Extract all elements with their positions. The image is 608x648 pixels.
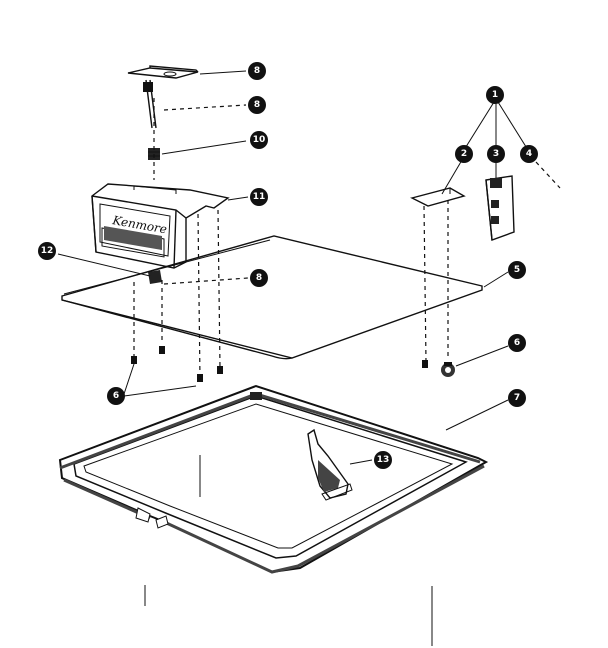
callout-label: 2 [461,149,467,159]
callout-label: 5 [514,265,520,275]
callout-label: 8 [254,66,260,76]
callout-10: 10 [250,131,268,149]
adhesive-tube-part [307,428,353,501]
callout-8: 8 [248,96,266,114]
callout-label: 8 [254,100,260,110]
callout-label: 10 [253,135,266,145]
fastener-guides [133,98,449,381]
callout-4: 4 [520,145,538,163]
callout-8: 8 [250,269,268,287]
callout-label: 3 [493,149,499,159]
callout-6: 6 [107,387,125,405]
callout-6: 6 [508,334,526,352]
nut-part [441,362,455,377]
control-grille [101,226,165,258]
callout-label: 4 [526,149,532,159]
lid-panel-part [61,235,483,360]
gasket-frame-part [58,384,489,574]
callout-2: 2 [455,145,473,163]
hinge-pin-part [410,187,466,207]
callout-7: 7 [508,389,526,407]
callout-8: 8 [248,62,266,80]
callout-label: 13 [377,455,390,465]
callout-13: 13 [374,451,392,469]
callout-1: 1 [486,86,504,104]
callout-label: 6 [514,338,520,348]
shaft-part [143,79,157,129]
leader-lines [57,70,561,465]
hinge-bracket-part [485,175,515,241]
callout-12: 12 [38,242,56,260]
callouts: 8 8 10 11 12 8 1 2 3 4 5 6 6 7 13 [38,62,538,469]
stray-lines [144,455,433,646]
callout-label: 7 [514,393,520,403]
callout-3: 3 [487,145,505,163]
knob-top-part [127,65,199,79]
callout-label: 1 [492,90,498,100]
screws [131,346,428,382]
callout-5: 5 [508,261,526,279]
callout-label: 8 [256,273,262,283]
callout-11: 11 [250,188,268,206]
callout-label: 11 [253,192,266,202]
callout-label: 6 [113,391,119,401]
callout-label: 12 [41,246,54,256]
clip-part [148,270,162,284]
